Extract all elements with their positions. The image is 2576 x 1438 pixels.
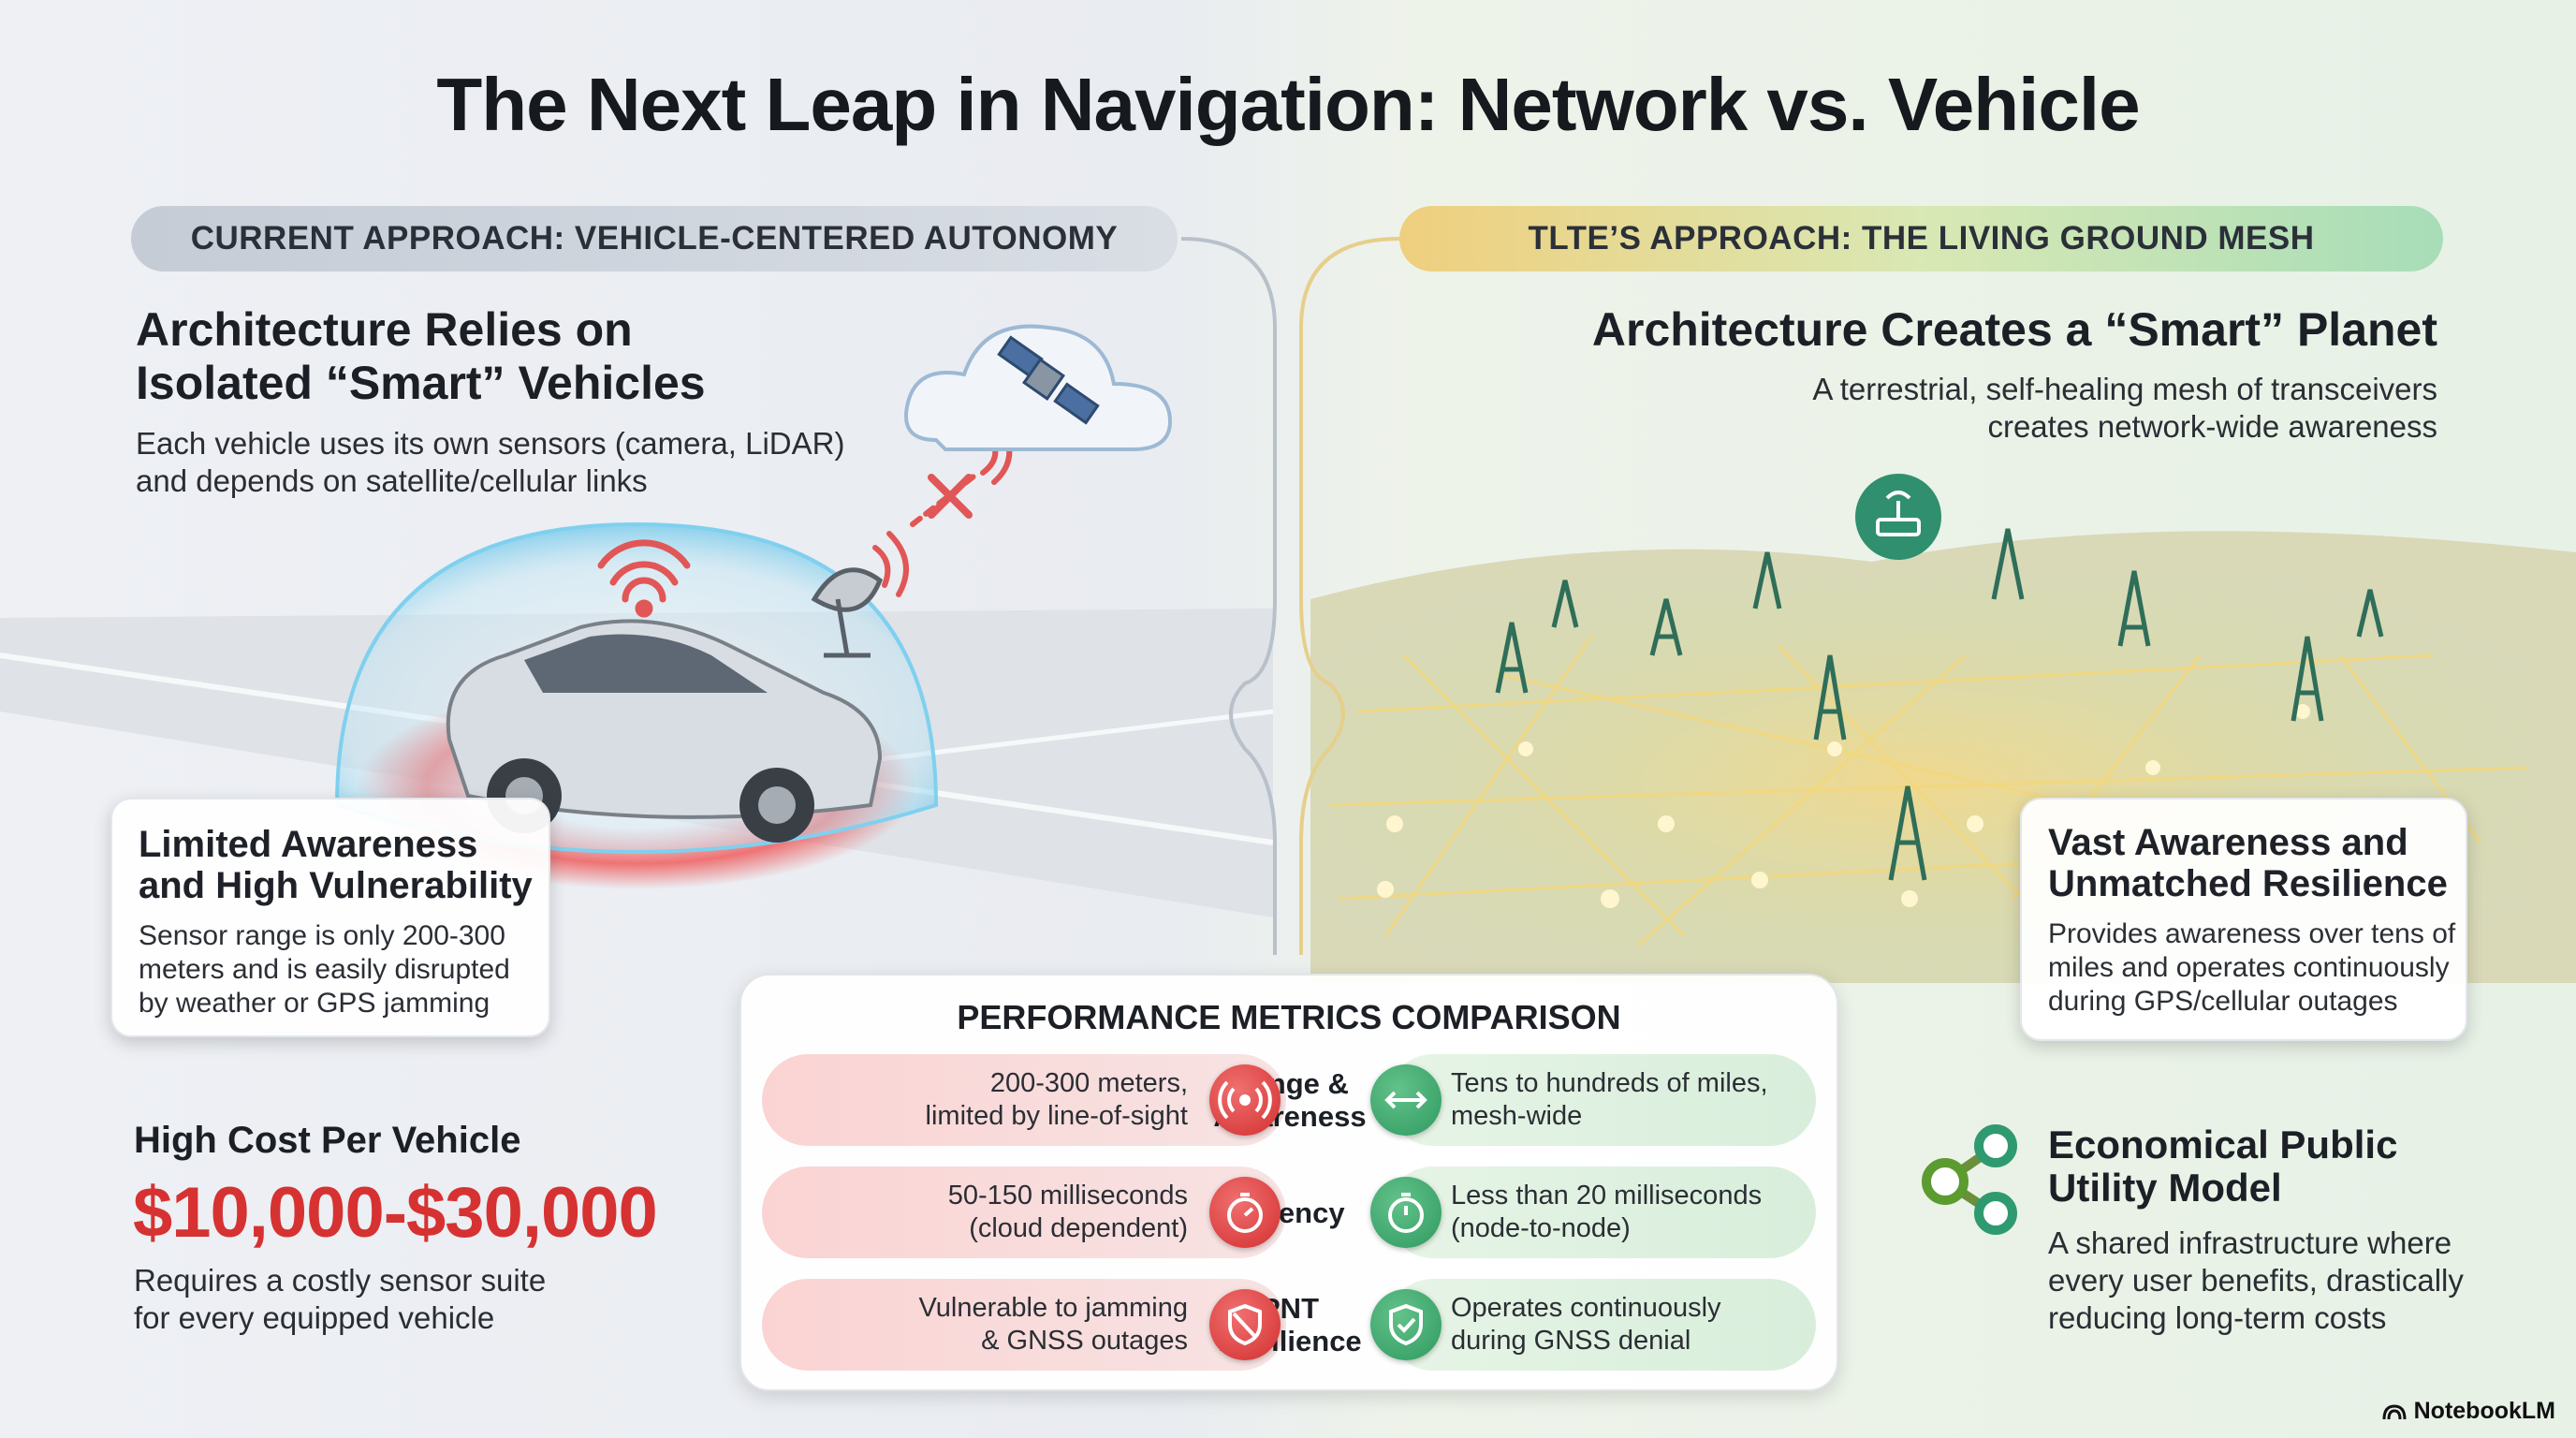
limited-awareness-card: Limited Awareness and High Vulnerability… bbox=[110, 798, 550, 1037]
page-title: The Next Leap in Navigation: Network vs.… bbox=[436, 63, 2140, 146]
metric-text-line: limited by line-of-sight bbox=[925, 1101, 1188, 1131]
metric-text-line: Operates continuously bbox=[1451, 1293, 1721, 1323]
card-title: Vast Awareness and bbox=[2048, 822, 2408, 863]
metric-text-line: Tens to hundreds of miles, bbox=[1451, 1068, 1768, 1098]
utility-heading: Economical Public Utility Model bbox=[2048, 1123, 2397, 1210]
utility-heading-line: Economical Public bbox=[2048, 1123, 2398, 1167]
cost-price: $10,000-$30,000 bbox=[133, 1173, 658, 1253]
card-body-line: by weather or GPS jamming bbox=[139, 988, 490, 1019]
card-body: Sensor range is only 200-300 meters and … bbox=[139, 919, 549, 1020]
mesh-network bbox=[1328, 636, 2528, 947]
left-subtitle: Each vehicle uses its own sensors (camer… bbox=[136, 425, 844, 500]
left-subtitle-line: Each vehicle uses its own sensors (camer… bbox=[136, 426, 845, 461]
card-body-line: Provides awareness over tens of bbox=[2048, 918, 2456, 949]
share-network-icon bbox=[1922, 1124, 2017, 1235]
left-heading-line: Architecture Relies on bbox=[136, 303, 633, 356]
card-body-line: meters and is easily disrupted bbox=[139, 954, 510, 985]
right-subtitle: A terrestrial, self-healing mesh of tran… bbox=[1812, 371, 2437, 446]
card-title: and High Vulnerability bbox=[139, 865, 533, 906]
card-title: Unmatched Resilience bbox=[2048, 863, 2448, 904]
metric-text-line: 50-150 milliseconds bbox=[947, 1181, 1188, 1211]
utility-body-line: every user benefits, drastically bbox=[2048, 1263, 2464, 1298]
utility-heading-line: Utility Model bbox=[2048, 1166, 2282, 1210]
cost-heading: High Cost Per Vehicle bbox=[134, 1120, 521, 1161]
notebooklm-logo-icon bbox=[2382, 1403, 2407, 1419]
metric-tlte-value: Tens to hundreds of miles,mesh-wide bbox=[1451, 1054, 1768, 1146]
stopwatch-icon bbox=[1209, 1177, 1281, 1248]
right-subtitle-line: creates network-wide awareness bbox=[1987, 409, 2437, 444]
card-body-line: during GPS/cellular outages bbox=[2048, 986, 2398, 1017]
tlte-approach-pill: TLTE’S APPROACH: THE LIVING GROUND MESH bbox=[1399, 206, 2443, 271]
left-subtitle-line: and depends on satellite/cellular links bbox=[136, 463, 648, 498]
metric-tlte-value: Less than 20 milliseconds(node-to-node) bbox=[1451, 1167, 1762, 1258]
left-heading-line: Isolated “Smart” Vehicles bbox=[136, 357, 706, 409]
metric-text-line: 200-300 meters, bbox=[989, 1068, 1188, 1098]
vast-awareness-card: Vast Awareness and Unmatched Resilience … bbox=[2020, 798, 2467, 1041]
satellite-icon bbox=[997, 335, 1100, 425]
metric-text-line: during GNSS denial bbox=[1451, 1326, 1691, 1356]
wifi-icon bbox=[597, 539, 691, 618]
utility-body: A shared infrastructure where every user… bbox=[2048, 1225, 2464, 1337]
metrics-title: PERFORMANCE METRICS COMPARISON bbox=[957, 998, 1621, 1036]
metric-row-current: Vulnerable to jamming& GNSS outages bbox=[762, 1279, 1286, 1371]
performance-metrics-panel: PERFORMANCE METRICS COMPARISON 200-300 m… bbox=[739, 974, 1838, 1391]
cost-body-line: for every equipped vehicle bbox=[134, 1300, 495, 1335]
broken-shield-icon bbox=[1209, 1289, 1281, 1360]
metric-text-line: mesh-wide bbox=[1451, 1101, 1583, 1131]
current-approach-pill: CURRENT APPROACH: VEHICLE-CENTERED AUTON… bbox=[131, 206, 1178, 271]
card-body-line: miles and operates continuously bbox=[2048, 952, 2450, 983]
car-icon bbox=[446, 619, 883, 843]
metric-text-line: Vulnerable to jamming bbox=[918, 1293, 1188, 1323]
metric-row-current: 200-300 meters,limited by line-of-sight bbox=[762, 1054, 1286, 1146]
metric-current-value: Vulnerable to jamming& GNSS outages bbox=[919, 1279, 1188, 1371]
card-title: Limited Awareness bbox=[139, 824, 478, 865]
double-arrow-icon bbox=[1370, 1064, 1442, 1136]
signal-icon bbox=[1209, 1064, 1281, 1136]
stopwatch-icon bbox=[1370, 1177, 1442, 1248]
credit-text: NotebookLM bbox=[2413, 1398, 2555, 1424]
left-heading: Architecture Relies on Isolated “Smart” … bbox=[136, 303, 706, 410]
credit: NotebookLM bbox=[2382, 1398, 2555, 1425]
metric-text-line: (cloud dependent) bbox=[969, 1213, 1188, 1243]
utility-body-line: A shared infrastructure where bbox=[2048, 1225, 2452, 1260]
right-heading-line: Architecture Creates a “Smart” Planet bbox=[1591, 303, 2437, 356]
metric-text-line: & GNSS outages bbox=[981, 1326, 1188, 1356]
metric-row-tlte: Tens to hundreds of miles,mesh-wide bbox=[1387, 1054, 1816, 1146]
metric-row-tlte: Less than 20 milliseconds(node-to-node) bbox=[1387, 1167, 1816, 1258]
right-heading: Architecture Creates a “Smart” Planet bbox=[1592, 303, 2437, 357]
utility-body-line: reducing long-term costs bbox=[2048, 1300, 2387, 1335]
card-body: Provides awareness over tens of miles an… bbox=[2048, 917, 2466, 1019]
metric-text-line: Less than 20 milliseconds bbox=[1451, 1181, 1763, 1211]
metric-current-value: 50-150 milliseconds(cloud dependent) bbox=[948, 1167, 1188, 1258]
divider bbox=[1180, 237, 1277, 955]
cost-body: Requires a costly sensor suite for every… bbox=[134, 1262, 546, 1337]
tower-icon bbox=[1495, 528, 2384, 881]
metric-current-value: 200-300 meters,limited by line-of-sight bbox=[926, 1054, 1188, 1146]
satellite-dish-icon bbox=[811, 567, 884, 658]
cost-body-line: Requires a costly sensor suite bbox=[134, 1263, 547, 1298]
shield-check-icon bbox=[1370, 1289, 1442, 1360]
metric-row-current: 50-150 milliseconds(cloud dependent) bbox=[762, 1167, 1286, 1258]
card-body-line: Sensor range is only 200-300 bbox=[139, 920, 505, 951]
right-subtitle-line: A terrestrial, self-healing mesh of tran… bbox=[1812, 372, 2437, 406]
metric-text-line: (node-to-node) bbox=[1451, 1213, 1631, 1243]
